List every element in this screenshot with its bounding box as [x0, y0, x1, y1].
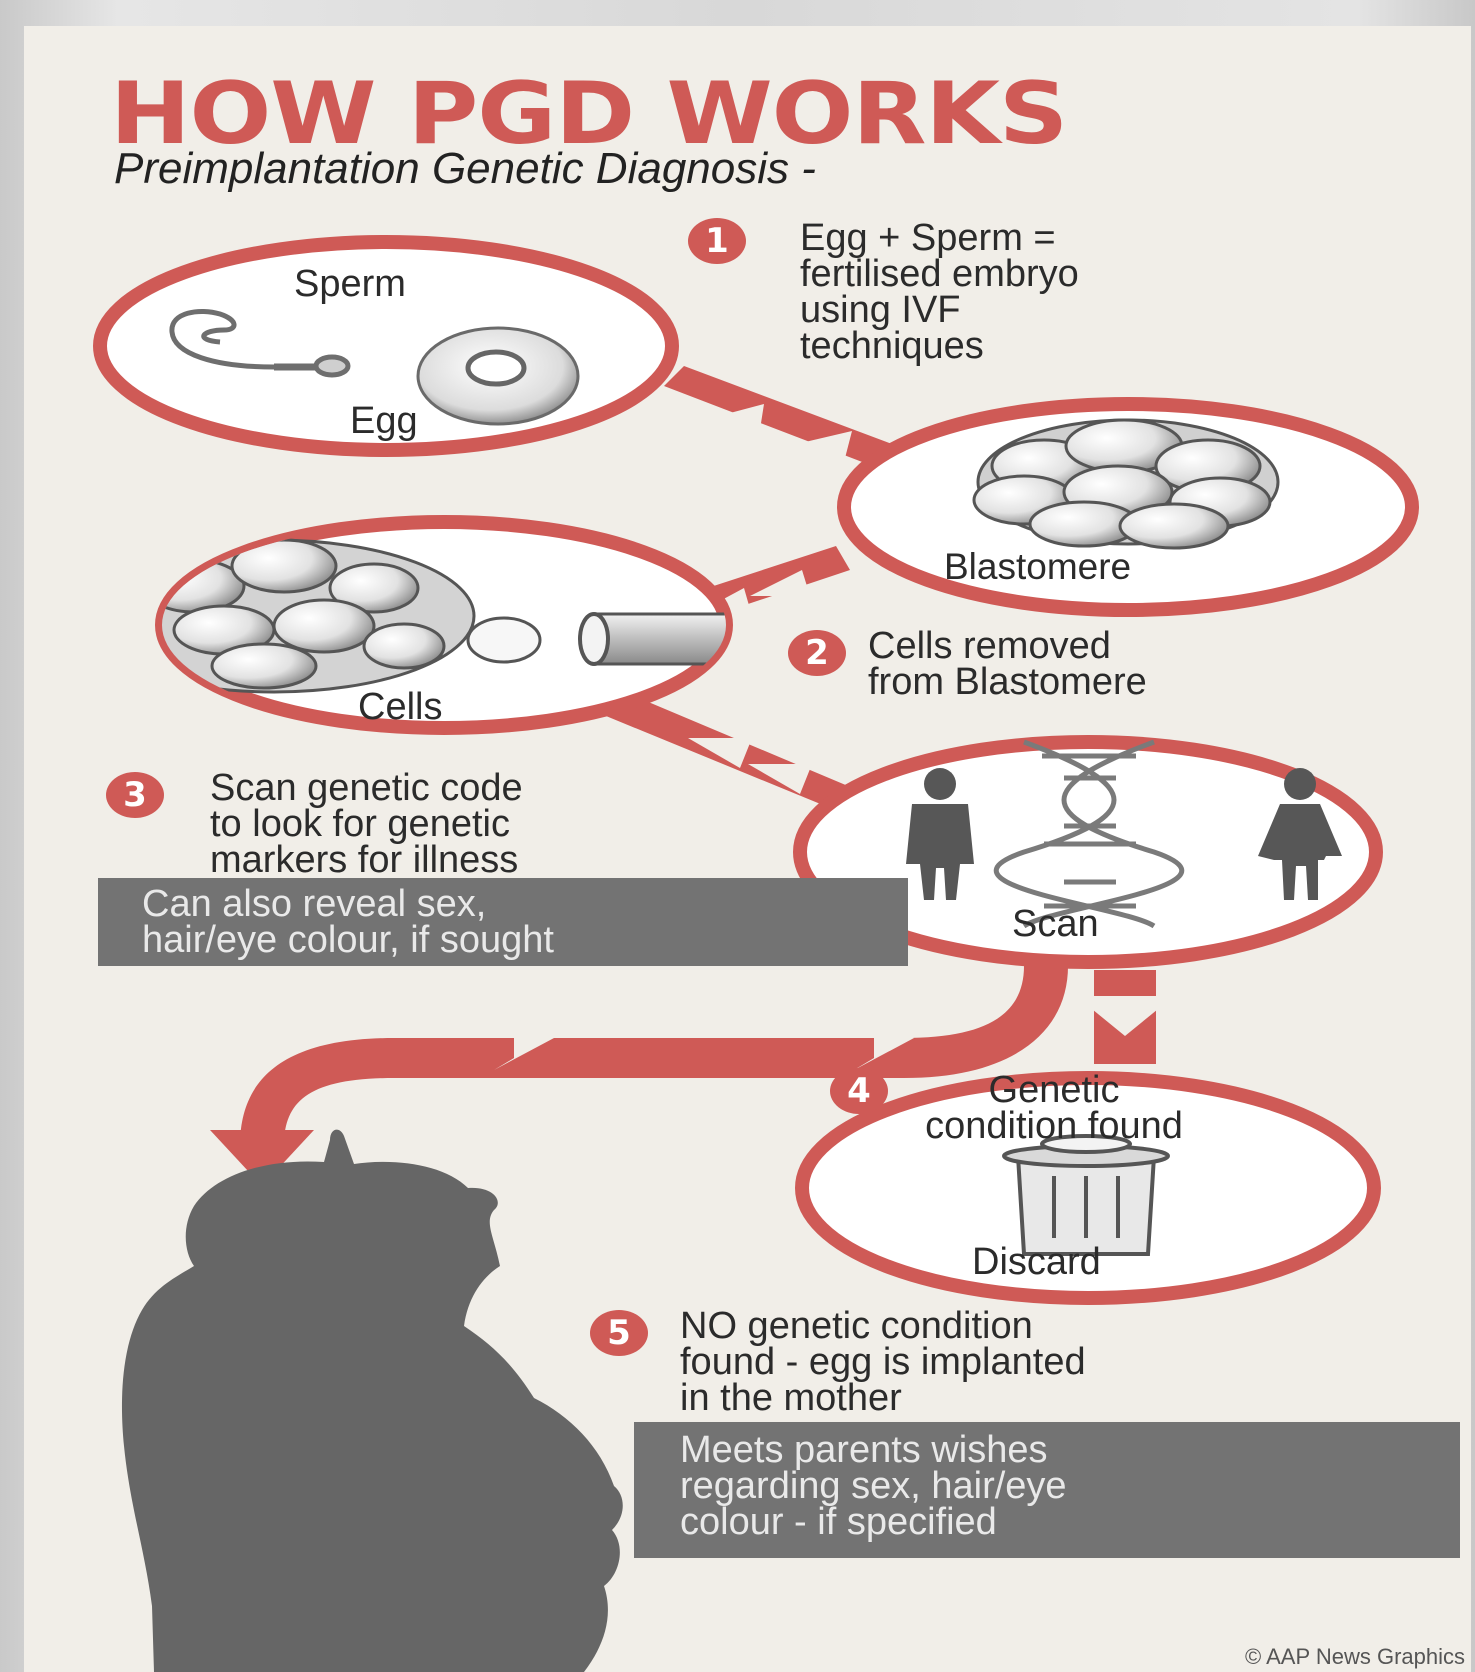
- sperm-egg-circle: [93, 235, 679, 457]
- arrow-cells-to-scan: [606, 690, 886, 826]
- step-2-text: Cells removed from Blastomere: [868, 625, 1147, 703]
- arrow-5-head: [494, 1006, 554, 1070]
- blastomere-icon: [972, 418, 1280, 550]
- step-2-badge: 2: [788, 630, 846, 676]
- female-figure-icon: [1258, 768, 1342, 900]
- step-4-text: Genetic condition found: [925, 1069, 1183, 1147]
- implant-note-box: Meets parents wishes regarding sex, hair…: [634, 1422, 1460, 1558]
- pregnant-woman-silhouette: [121, 1129, 623, 1672]
- step-4-badge: 4: [830, 1068, 888, 1114]
- sperm-label: Sperm: [294, 263, 406, 305]
- male-figure-icon: [906, 768, 974, 900]
- blastomere-label: Blastomere: [944, 546, 1132, 587]
- infographic-panel: HOW PGD WORKS Preimplantation Genetic Di…: [24, 26, 1471, 1672]
- scan-circle: [793, 735, 1383, 969]
- arrow-scan-to-mother: [240, 966, 1068, 1146]
- step-3-text: Scan genetic code to look for genetic ma…: [210, 767, 523, 881]
- step-5-text: NO genetic condition found - egg is impl…: [680, 1305, 1086, 1419]
- egg-label: Egg: [350, 400, 418, 442]
- blastomere-circle: [837, 397, 1419, 617]
- scan-note-box: Can also reveal sex, hair/eye colour, if…: [98, 878, 908, 966]
- arrow-mother-head: [210, 1130, 314, 1186]
- step-1-text: Egg + Sperm = fertilised embryo using IV…: [800, 217, 1079, 367]
- trash-can-icon: [1002, 1134, 1170, 1256]
- arrow-3-head: [688, 738, 752, 768]
- discard-circle: [795, 1071, 1381, 1305]
- step-1-badge: 1: [688, 218, 746, 264]
- arrow-5-head-b: [854, 1006, 914, 1070]
- arrow-1-head: [700, 404, 764, 436]
- diagram-artwork: [93, 235, 1419, 1672]
- cells-label: Cells: [358, 686, 443, 728]
- step-3-badge: 3: [106, 772, 164, 818]
- arrow-1-to-blastomere: [664, 366, 924, 478]
- scan-label: Scan: [1012, 903, 1099, 945]
- arrow-3-head-b: [748, 764, 812, 794]
- arrow-4-head: [1076, 996, 1174, 1036]
- page-subtitle: Preimplantation Genetic Diagnosis -: [114, 144, 816, 193]
- credit-line: © AAP News Graphics: [1245, 1644, 1465, 1669]
- arrow-1-head-b: [788, 431, 852, 462]
- discard-label: Discard: [972, 1241, 1101, 1283]
- page-title: HOW PGD WORKS: [110, 64, 1068, 164]
- egg-icon: [416, 326, 580, 426]
- step-5-badge: 5: [590, 1310, 648, 1356]
- arrow-2-head-b: [750, 570, 810, 596]
- sperm-icon: [169, 309, 351, 378]
- pipette-icon: [578, 612, 726, 666]
- dna-helix-icon: [993, 739, 1185, 929]
